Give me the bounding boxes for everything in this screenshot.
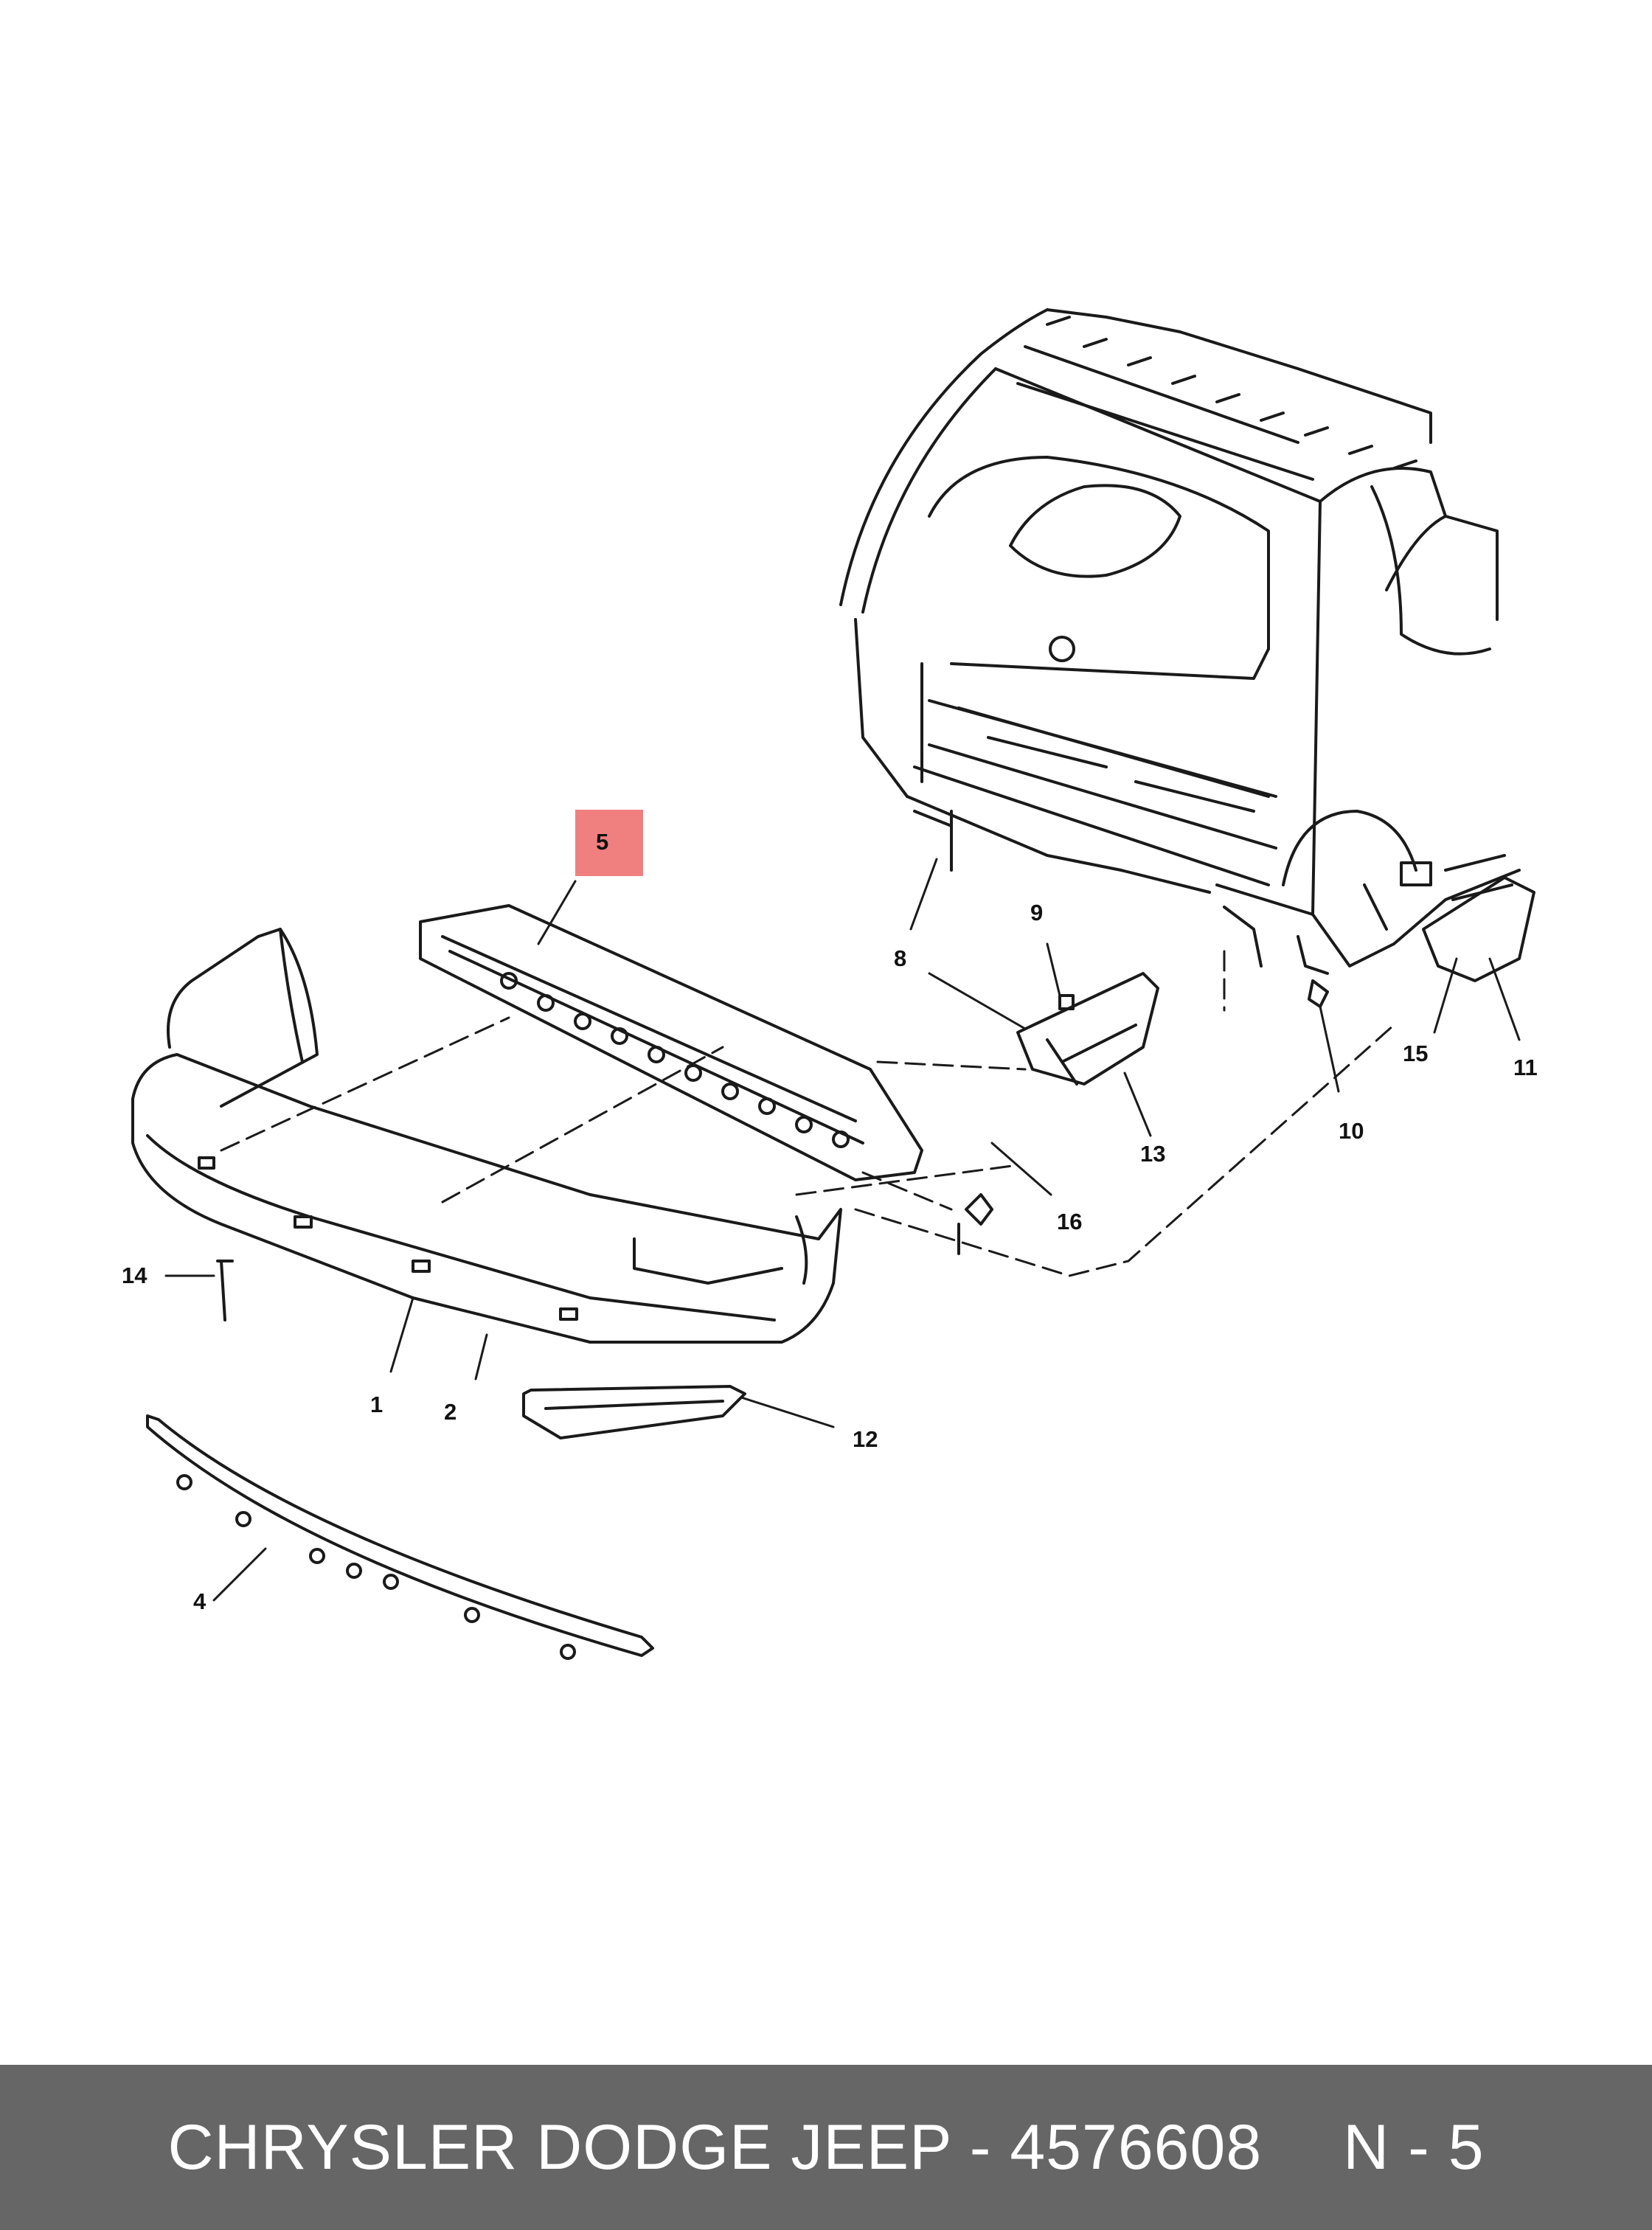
callout-5-highlight bbox=[575, 810, 643, 876]
callout-4: 4 bbox=[193, 1588, 206, 1614]
callout-14: 14 bbox=[122, 1262, 148, 1288]
roof-ribs bbox=[1046, 316, 1417, 470]
part-right-bracket bbox=[1422, 876, 1535, 982]
callout-9: 9 bbox=[1030, 900, 1043, 925]
callout-11: 11 bbox=[1513, 1055, 1538, 1080]
assembly-lines bbox=[220, 950, 1395, 1277]
callout-2: 2 bbox=[444, 1399, 457, 1425]
callout-12: 12 bbox=[853, 1426, 878, 1452]
leader-lines bbox=[164, 858, 1521, 1602]
footer-text: CHRYSLER DODGE JEEP - 4576608 N - 5 bbox=[167, 2111, 1484, 2184]
callout-13: 13 bbox=[1140, 1141, 1165, 1167]
part-reinforcement-bar bbox=[419, 904, 923, 1181]
callout-1: 1 bbox=[370, 1392, 383, 1417]
part-bumper-fascia bbox=[131, 928, 842, 1344]
part-side-bracket bbox=[522, 1385, 746, 1439]
callout-labels: 5 1 2 4 8 9 10 11 12 13 14 15 16 bbox=[122, 810, 1538, 1614]
page-code: N - 5 bbox=[1343, 2111, 1485, 2183]
vehicle-rear-body bbox=[839, 308, 1521, 975]
footer-bar: CHRYSLER DODGE JEEP - 4576608 N - 5 bbox=[0, 2065, 1652, 2230]
callout-16: 16 bbox=[1057, 1209, 1082, 1234]
callout-10: 10 bbox=[1339, 1118, 1364, 1144]
parts-diagram: 5 1 2 4 8 9 10 11 12 13 14 15 16 bbox=[122, 308, 1538, 1660]
part-mount-bracket bbox=[1016, 972, 1159, 1086]
callout-5: 5 bbox=[596, 829, 608, 855]
part-lower-valance bbox=[146, 1414, 654, 1660]
callout-15: 15 bbox=[1403, 1041, 1428, 1066]
callout-8: 8 bbox=[894, 945, 906, 971]
brand-part-number: CHRYSLER DODGE JEEP - 4576608 bbox=[167, 2111, 1263, 2183]
